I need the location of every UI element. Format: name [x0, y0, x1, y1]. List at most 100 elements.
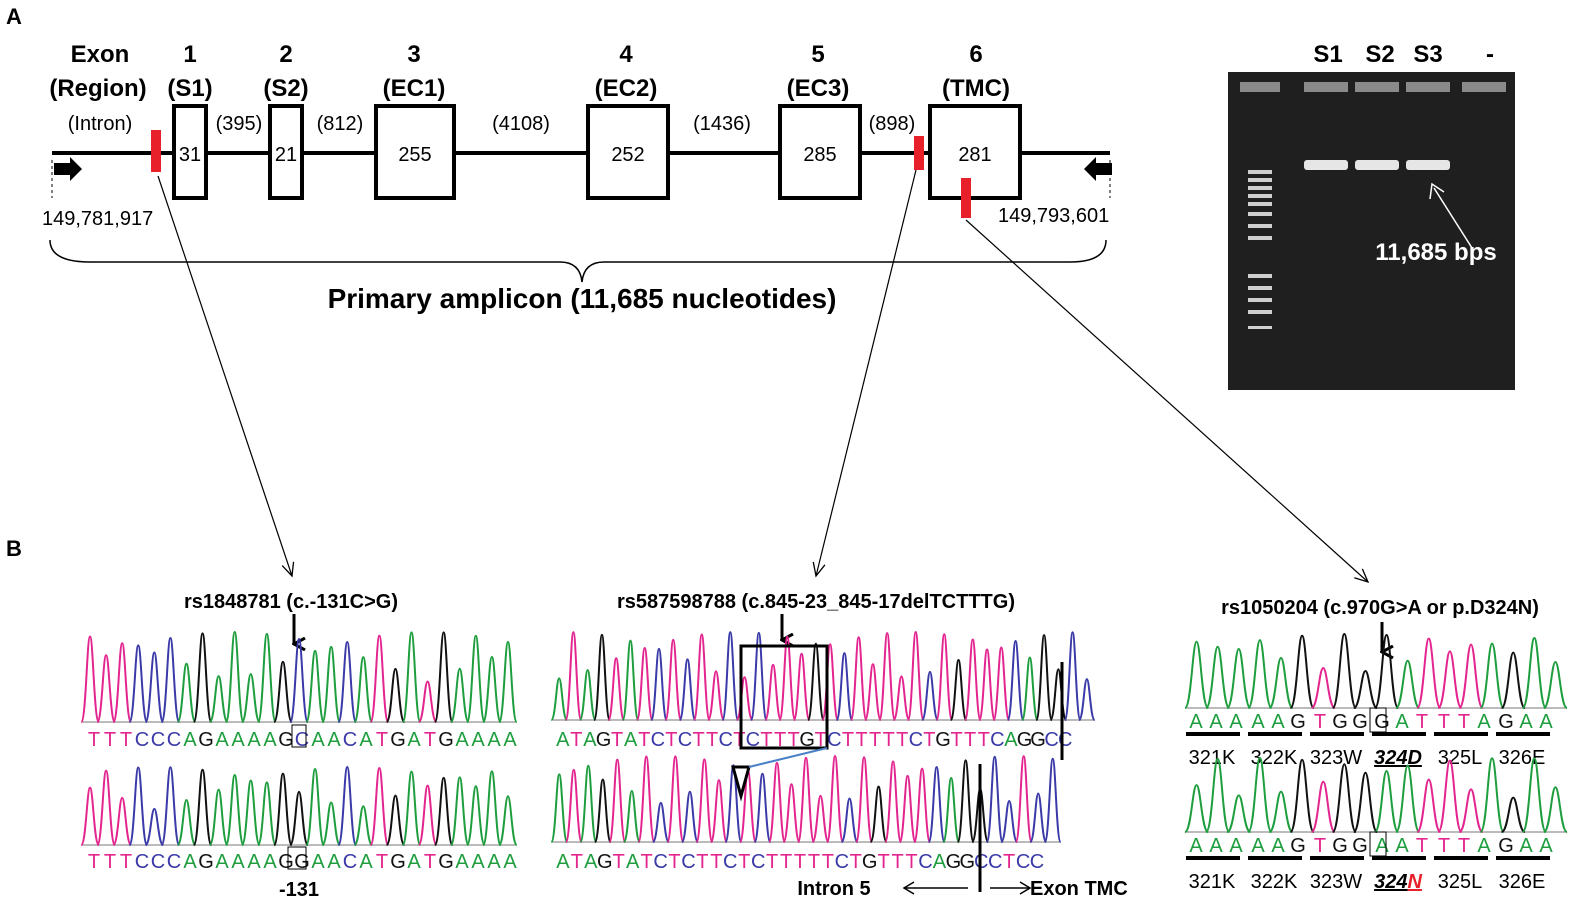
trace-peak	[985, 755, 1004, 843]
deletion-site-icon	[731, 765, 751, 802]
trace-peak	[709, 779, 728, 843]
trace-peak	[498, 795, 518, 846]
link-arrow-snp3	[965, 219, 1370, 584]
sequence-base: C	[835, 851, 849, 873]
sequence-base: A	[359, 851, 373, 873]
sequence-base: C	[135, 851, 149, 873]
sequence-base: A	[487, 729, 501, 751]
trace-peak	[369, 766, 390, 846]
trace-peak	[749, 631, 768, 721]
link-arrow-snp2	[812, 169, 917, 578]
codon-base: T	[1416, 711, 1428, 733]
sequence-base: T	[923, 729, 935, 751]
sequence-base: T	[376, 729, 388, 751]
sequence-base: T	[424, 729, 436, 751]
sequence-base: C	[746, 729, 760, 751]
trace-peak	[1352, 771, 1379, 833]
sequence-base: A	[327, 729, 341, 751]
gel-well	[1462, 82, 1506, 92]
trace-peak	[176, 662, 197, 723]
sequence-base: A	[933, 851, 947, 873]
sequence-base: G	[1030, 729, 1046, 751]
sequence-base: C	[151, 851, 165, 873]
trace-peak	[192, 768, 213, 846]
sequence-base: T	[1003, 851, 1015, 873]
trace-peak	[385, 794, 406, 846]
amino-acid-label: 326E	[1499, 871, 1546, 893]
sequence-base: T	[571, 851, 583, 873]
sequence-base: A	[311, 851, 325, 873]
trace-peak	[1183, 640, 1210, 709]
sequence-base: C	[678, 729, 692, 751]
trace-peak	[482, 656, 502, 723]
exon-size: 285	[803, 144, 836, 166]
sequence-base: C	[827, 729, 841, 751]
trace-peak	[1289, 634, 1315, 709]
codon-base: G	[1352, 711, 1368, 733]
sequence-base: G	[935, 729, 951, 751]
sequence-base: T	[766, 851, 778, 873]
exon-region: (S1)	[167, 75, 212, 102]
sequence-base: G	[390, 851, 406, 873]
trace-peak	[1289, 758, 1315, 833]
sequence-base: C	[909, 729, 923, 751]
sequence-base: A	[231, 729, 245, 751]
gel-band	[1355, 160, 1399, 170]
trace-peak	[782, 783, 801, 843]
trace-peak	[635, 646, 654, 721]
sequence-base: G	[390, 729, 406, 751]
codon-base: A	[1251, 711, 1265, 733]
trace-peak	[664, 638, 683, 721]
sequence-base: T	[842, 729, 854, 751]
codon-base: A	[1477, 835, 1491, 857]
trace-peak	[564, 631, 583, 721]
variant-box	[291, 724, 307, 748]
sequence-base: C	[653, 851, 667, 873]
snp1-title: rs1848781 (c.-131C>G)	[184, 591, 398, 613]
trace-peak	[1029, 792, 1048, 843]
trace-peak	[337, 640, 358, 723]
sequence-base: A	[359, 729, 373, 751]
trace-peak	[401, 631, 422, 723]
trace-peak	[753, 772, 772, 843]
deletion-connector	[748, 747, 828, 768]
trace-peak	[1542, 786, 1569, 833]
codon-base: A	[1375, 835, 1389, 857]
trace-peak	[906, 631, 925, 721]
codon-base: A	[1539, 711, 1553, 733]
sequence-base: A	[183, 729, 197, 751]
gel-image: S1 S2 S3 - 11	[1228, 41, 1515, 390]
sequence-base: A	[263, 729, 277, 751]
exon-region: (S2)	[263, 75, 308, 102]
exon-size: 21	[275, 144, 297, 166]
sequence-base: C	[990, 729, 1004, 751]
sequence-base: C	[167, 851, 181, 873]
sequence-base: T	[641, 851, 653, 873]
exon-label: Exon TMC	[1030, 878, 1128, 900]
trace-peak	[1226, 794, 1251, 833]
start-coordinate: 149,781,917	[42, 208, 153, 230]
codon-base: A	[1519, 711, 1533, 733]
trace-peak	[622, 789, 641, 843]
variant-box	[1369, 831, 1387, 857]
trace-peak	[176, 798, 197, 846]
trace-peak	[1331, 633, 1357, 709]
trace-peak	[678, 658, 697, 721]
codon-base: G	[1374, 711, 1390, 733]
chromatogram-snp1-alt	[80, 766, 518, 846]
trace-peak	[608, 758, 627, 843]
variant-box	[1369, 707, 1387, 733]
band-size-label: 11,685 bps	[1375, 239, 1496, 266]
trace-peak	[550, 677, 568, 721]
trace-peak	[433, 776, 454, 846]
sequence-base: T	[822, 851, 834, 873]
trace-peak	[792, 652, 811, 721]
trace-peak	[208, 675, 229, 723]
trace-peak	[1353, 669, 1378, 709]
amplicon-brace	[49, 239, 1107, 283]
sequence-base: T	[964, 729, 976, 751]
sequence-base: T	[120, 851, 132, 873]
trace-peak	[1268, 656, 1294, 709]
trace-peak	[273, 772, 293, 846]
amino-acid-label: 322K	[1251, 871, 1298, 893]
